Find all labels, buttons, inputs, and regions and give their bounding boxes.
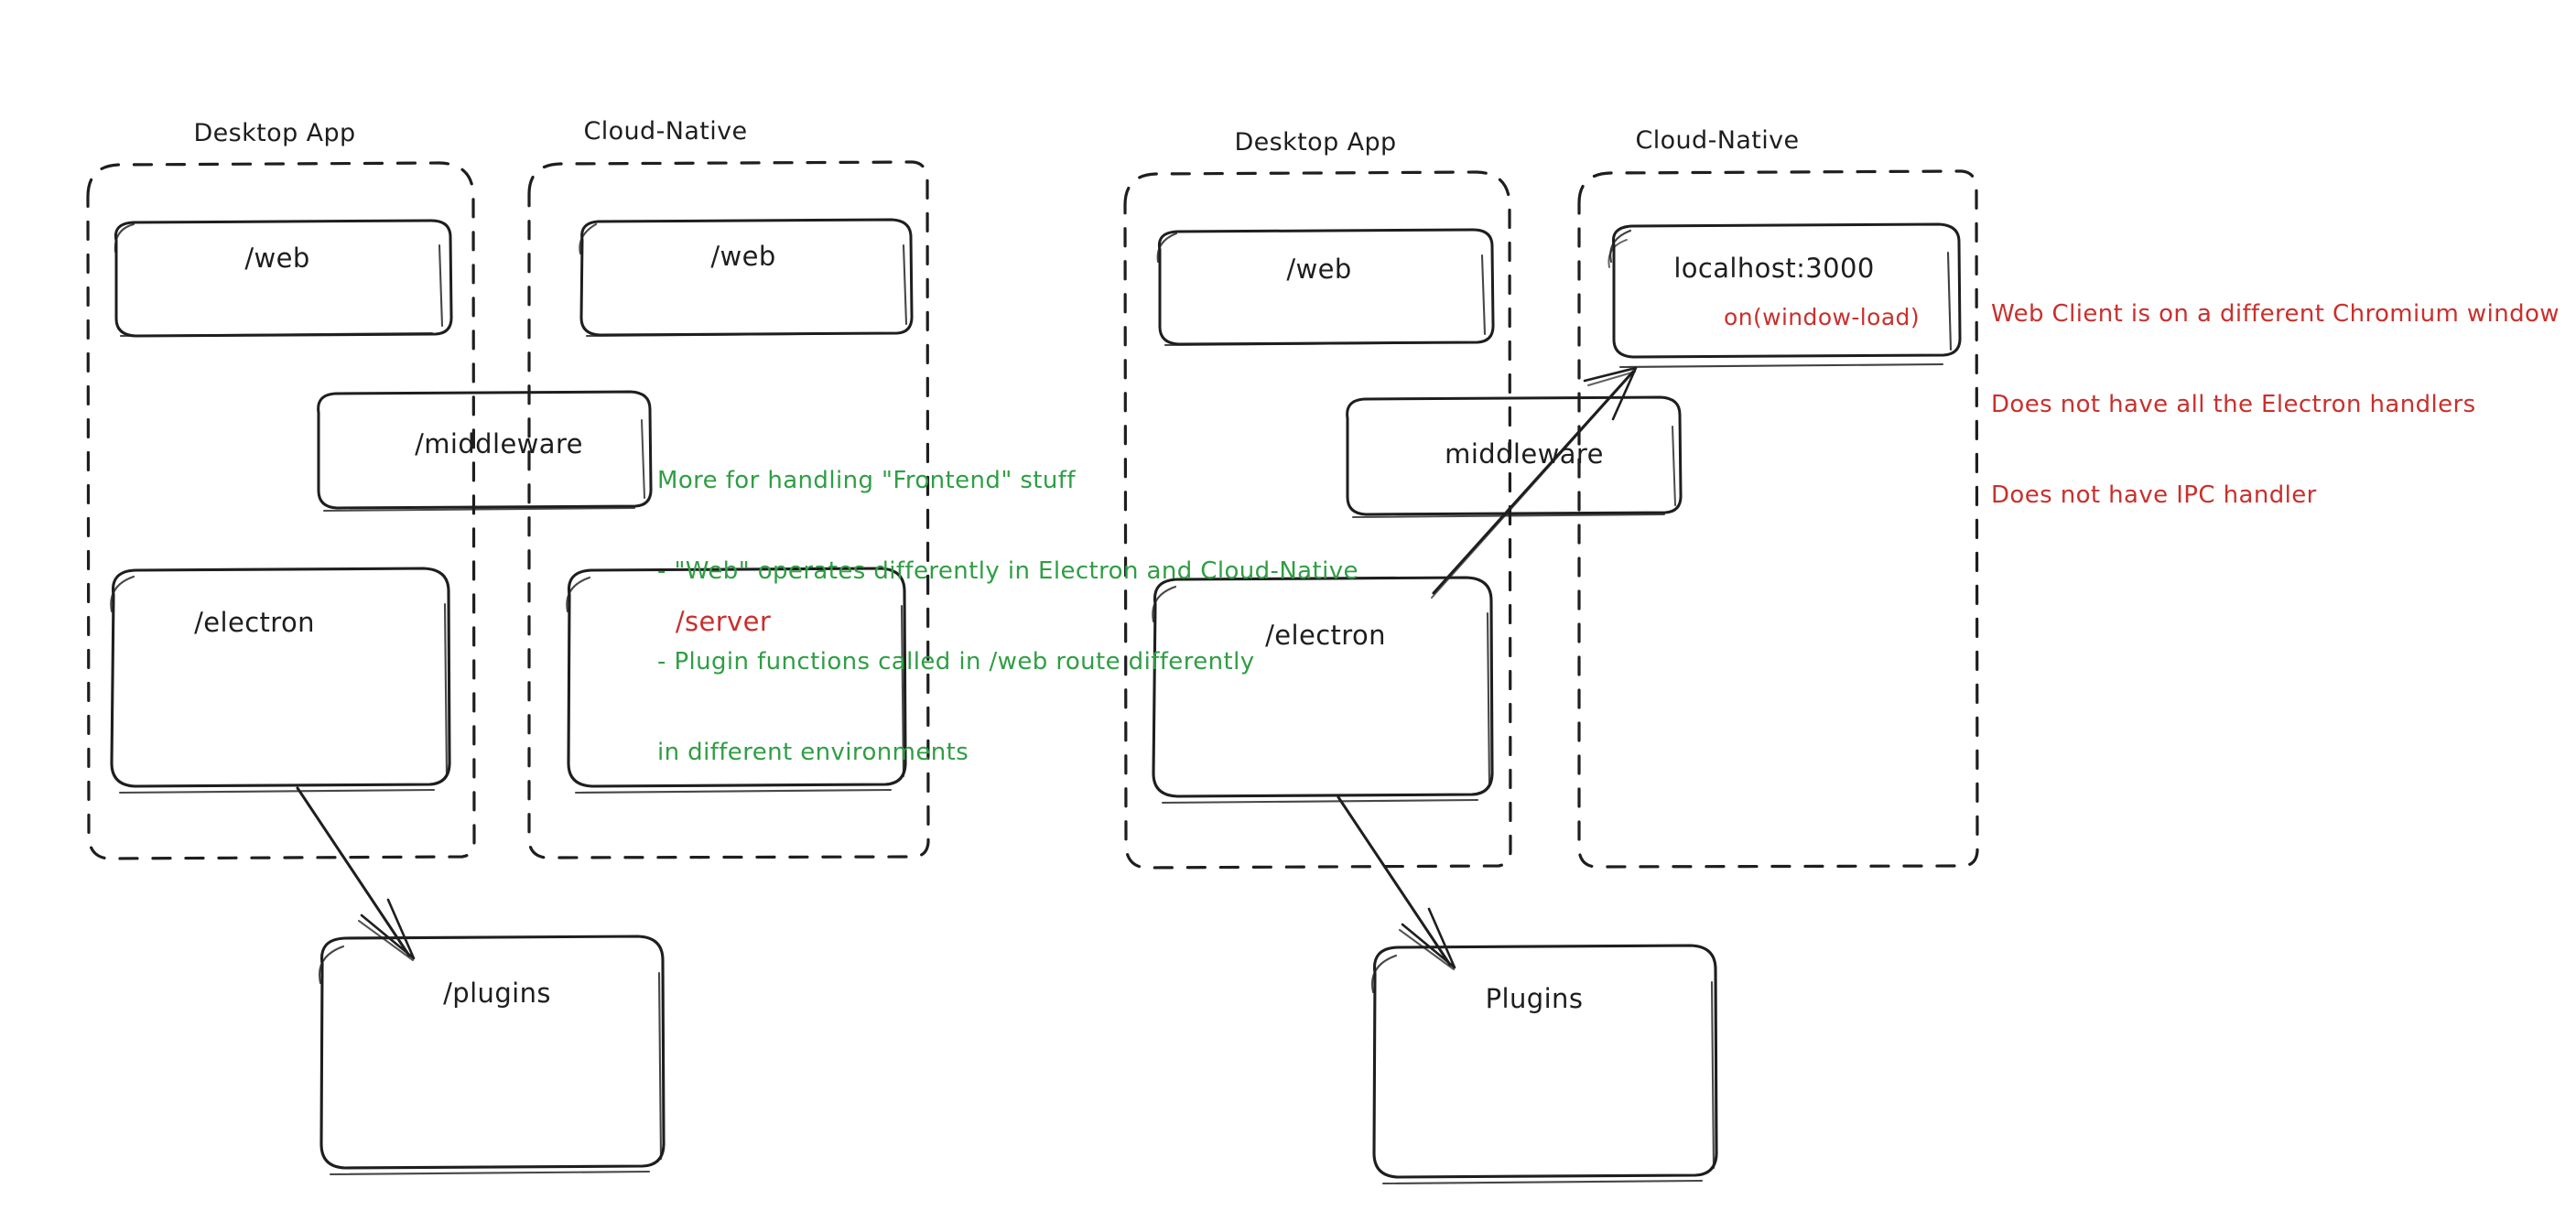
box-outline-right-middleware[interactable] xyxy=(1346,395,1683,518)
box-label-left-middleware: /middleware xyxy=(415,428,583,459)
note-left-green-line-3: - Plugin functions called in /web route … xyxy=(657,648,1255,675)
group-outline-left-desktop-app xyxy=(86,161,476,860)
note-left-green-line-1: More for handling "Frontend" stuff xyxy=(657,467,1076,494)
group-label-right-desktop-app: Desktop App xyxy=(1234,128,1397,157)
box-label-left-electron: /electron xyxy=(194,607,315,638)
box-outline-right-localhost[interactable] xyxy=(1607,222,1962,369)
box-outline-left-cloud-web[interactable] xyxy=(579,218,914,338)
box-label-right-electron: /electron xyxy=(1265,620,1386,651)
note-right-red-line-3: Does not have IPC handler xyxy=(1991,481,2317,509)
note-left-green: More for handling "Frontend" stuff - "We… xyxy=(657,405,1358,828)
box-outline-left-plugins[interactable] xyxy=(319,935,666,1176)
note-left-green-line-4: in different environments xyxy=(657,739,969,766)
arrow-right-electron-to-plugins xyxy=(1337,795,1456,971)
box-label-right-plugins: Plugins xyxy=(1485,983,1584,1014)
group-label-left-cloud-native: Cloud-Native xyxy=(583,117,748,146)
note-right-red-line-1: Web Client is on a different Chromium wi… xyxy=(1991,300,2560,328)
box-outline-left-server[interactable] xyxy=(566,567,907,794)
box-outline-right-desktop-web[interactable] xyxy=(1156,228,1495,347)
group-label-left-desktop-app: Desktop App xyxy=(193,119,356,147)
box-outline-left-electron[interactable] xyxy=(110,567,451,794)
arrow-right-electron-to-localhost xyxy=(1431,366,1638,599)
box-label-left-server: /server xyxy=(675,606,772,637)
box-label-right-desktop-web: /web xyxy=(1286,254,1352,285)
box-label-right-localhost: localhost:3000 xyxy=(1673,253,1875,284)
note-left-green-line-2: - "Web" operates differently in Electron… xyxy=(657,557,1358,585)
group-label-right-cloud-native: Cloud-Native xyxy=(1635,126,1800,155)
box-outline-left-desktop-web[interactable] xyxy=(114,219,453,338)
group-outline-right-desktop-app xyxy=(1123,170,1512,870)
box-label-left-cloud-web: /web xyxy=(710,241,776,272)
box-outline-right-electron[interactable] xyxy=(1152,576,1494,805)
box-outline-left-middleware[interactable] xyxy=(317,390,653,512)
box-outline-right-plugins[interactable] xyxy=(1371,944,1718,1185)
arrow-left-electron-to-plugins xyxy=(296,786,416,962)
group-outline-left-cloud-native xyxy=(527,160,930,859)
box-sublabel-right-localhost: on(window-load) xyxy=(1724,304,1920,330)
note-right-red-line-2: Does not have all the Electron handlers xyxy=(1991,391,2476,418)
box-label-left-plugins: /plugins xyxy=(443,978,551,1009)
group-outline-right-cloud-native xyxy=(1577,169,1979,869)
box-label-right-middleware: middleware xyxy=(1445,438,1604,470)
box-label-left-desktop-web: /web xyxy=(244,243,310,274)
note-right-red: Web Client is on a different Chromium wi… xyxy=(1991,239,2560,571)
